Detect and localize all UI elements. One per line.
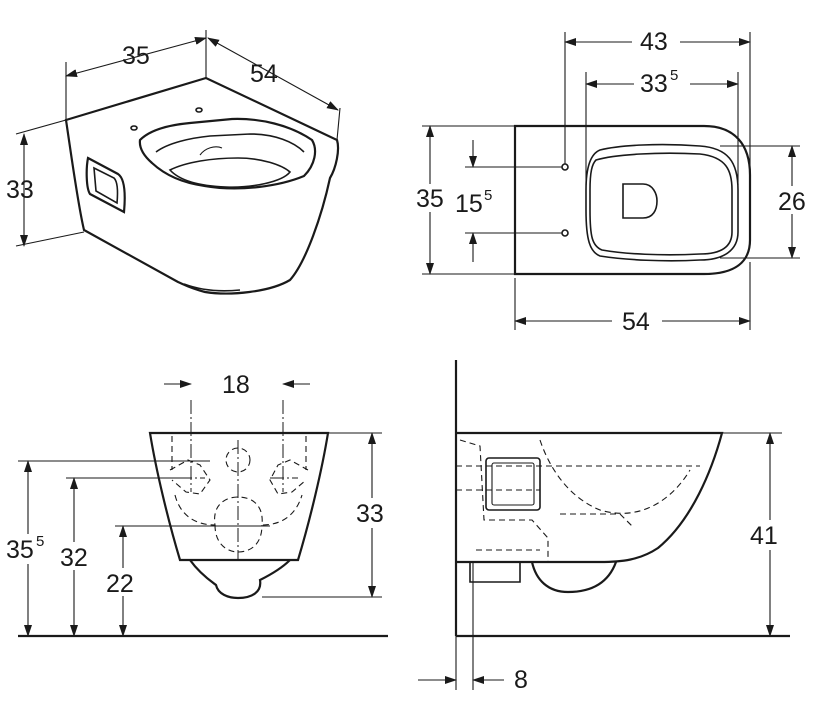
top-depth-label: 35: [416, 185, 444, 213]
top-view: 43 33 5 35 15 5 26 54: [414, 26, 812, 336]
side-height-label: 41: [750, 522, 778, 550]
top-length-label: 54: [622, 308, 650, 336]
front-view: 18 35 5 32 22 33: [6, 371, 392, 638]
top-width-label: 43: [640, 28, 668, 56]
front-rim-label: 35: [6, 536, 34, 564]
top-seat-label: 33: [640, 70, 668, 98]
isometric-view: 35 54 33: [6, 30, 341, 295]
front-rim-label-sup: 5: [36, 533, 44, 550]
iso-height-label: 33: [6, 176, 34, 204]
iso-depth-label: 54: [250, 60, 278, 88]
side-view: 41 8: [418, 360, 790, 694]
top-bowl-label: 26: [778, 188, 806, 216]
side-wall-offset-label: 8: [514, 666, 528, 694]
front-body-height-label: 33: [356, 500, 384, 528]
iso-width-label: 35: [122, 42, 150, 70]
front-bolt-height-label: 32: [60, 544, 88, 572]
top-bolt-label: 15: [455, 190, 483, 218]
top-bolt-label-sup: 5: [484, 187, 492, 204]
top-seat-label-sup: 5: [670, 67, 678, 84]
front-bolt-spacing-label: 18: [222, 371, 250, 399]
front-outlet-label: 22: [106, 570, 134, 598]
